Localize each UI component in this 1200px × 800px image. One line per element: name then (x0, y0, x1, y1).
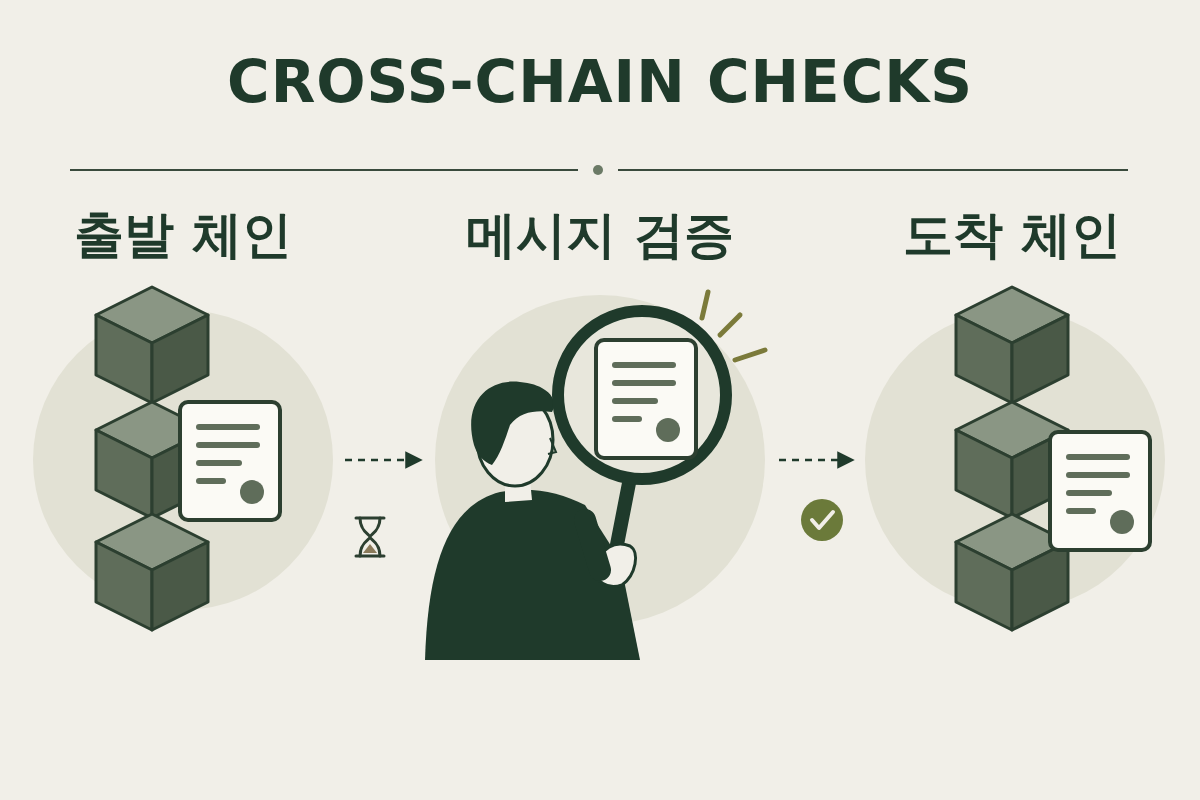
divider (70, 169, 578, 171)
flow-arrow (345, 459, 421, 462)
inspector-figure (425, 292, 765, 660)
chain-blocks (96, 287, 280, 630)
chain-stage: 도착 체인 (857, 205, 1167, 625)
chain-blocks (956, 287, 1150, 630)
stage-heading: 출발 체인 (25, 205, 341, 265)
divider-dot (593, 165, 603, 175)
stage-heading: 도착 체인 (857, 205, 1167, 265)
chain-stage: 메시지 검증 (425, 205, 775, 665)
check-icon (801, 499, 843, 541)
diagram-title: CROSS-CHAIN CHECKS (0, 48, 1200, 116)
divider (618, 169, 1128, 171)
hourglass-icon (356, 518, 384, 556)
flow-arrow (779, 459, 853, 462)
stage-heading: 메시지 검증 (425, 205, 775, 265)
chain-stage: 출발 체인 (25, 205, 341, 625)
